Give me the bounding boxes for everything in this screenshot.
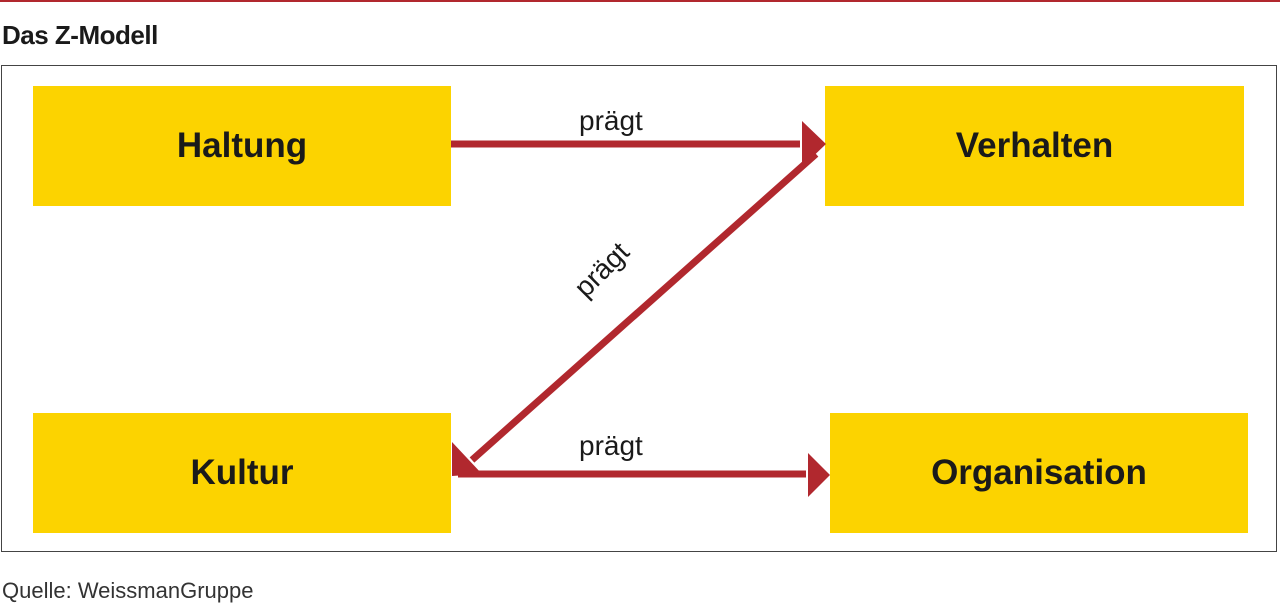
node-organisation: Organisation	[830, 413, 1248, 533]
source-note: Quelle: WeissmanGruppe	[2, 578, 254, 603]
node-verhalten-label: Verhalten	[955, 126, 1114, 165]
node-verhalten: Verhalten	[825, 86, 1244, 206]
top-accent-rule	[0, 0, 1280, 2]
node-haltung-label: Haltung	[176, 126, 308, 165]
edge-label-haltung-verhalten: prägt	[579, 105, 643, 136]
diagram-title: Das Z-Modell	[2, 20, 158, 50]
node-organisation-label: Organisation	[931, 453, 1147, 492]
node-haltung: Haltung	[33, 86, 451, 206]
diagram-frame	[1, 65, 1277, 552]
node-kultur-label: Kultur	[190, 453, 294, 492]
node-kultur: Kultur	[33, 413, 451, 533]
edge-label-kultur-organisation: prägt	[579, 430, 643, 461]
